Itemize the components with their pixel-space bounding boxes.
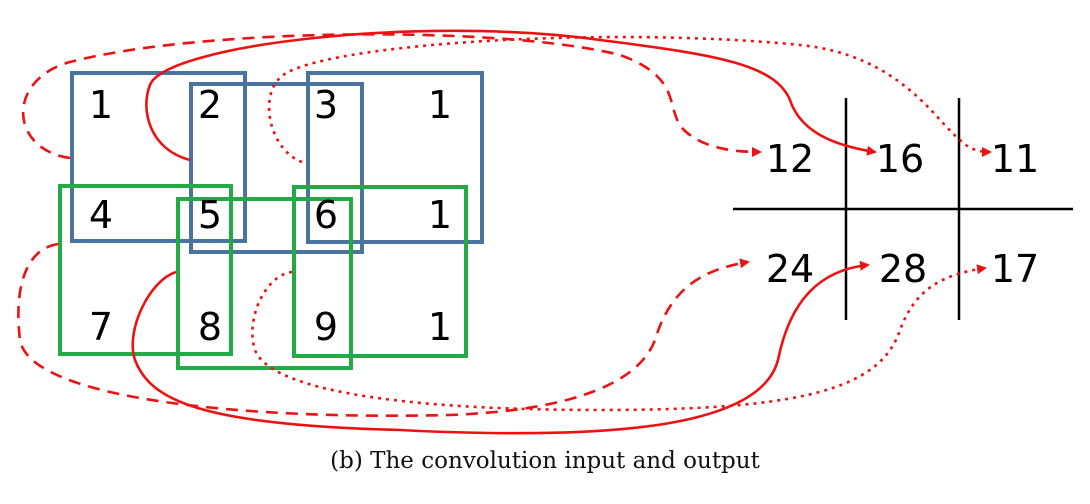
output-cell: 11 [991,137,1039,181]
output-cell: 24 [766,247,814,291]
figure-caption: (b) The convolution input and output [330,448,760,474]
output-grid: 12 16 11 24 28 17 [766,137,1039,291]
kernel-windows [58,71,484,370]
input-cell: 5 [198,193,222,237]
arrow-top-left-dashed [21,33,762,160]
input-cell: 8 [198,305,222,349]
input-grid: 1 2 3 1 4 5 6 1 7 8 9 1 [89,83,452,349]
green-window-3 [292,185,468,358]
arrow-bottom-left-dashed [17,242,750,418]
input-cell: 3 [314,83,338,127]
blue-window-1 [70,71,247,243]
arrow-bottom-middle-solid [131,260,870,435]
green-window-2 [176,197,353,370]
input-cell: 4 [89,193,113,237]
output-cell: 16 [876,137,924,181]
green-window-1 [58,184,233,356]
input-cell: 1 [89,83,113,127]
input-cell: 1 [428,193,452,237]
arrow-top-right-dotted [267,35,992,164]
output-cell: 28 [879,247,927,291]
input-cell: 7 [89,305,113,349]
blue-window-3 [306,71,484,244]
input-cell: 1 [428,83,452,127]
output-cell: 17 [991,247,1039,291]
arrow-bottom-right-dotted [251,264,987,412]
input-cell: 2 [198,83,222,127]
input-cell: 9 [314,305,338,349]
arrow-top-middle-solid [145,29,877,162]
output-grid-lines [733,98,1073,320]
output-cell: 12 [766,137,814,181]
input-cell: 6 [314,193,338,237]
connector-arrows [17,29,992,435]
blue-window-2 [189,82,364,254]
input-cell: 1 [428,305,452,349]
